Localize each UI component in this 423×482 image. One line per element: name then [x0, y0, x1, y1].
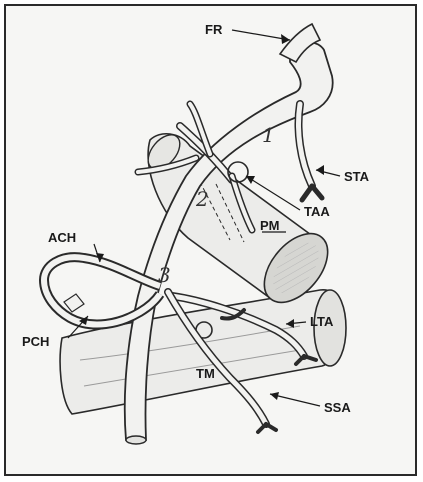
- label-sta: STA: [344, 169, 370, 184]
- label-ach: ACH: [48, 230, 76, 245]
- label-lta: LTA: [310, 314, 334, 329]
- label-taa: TAA: [304, 204, 330, 219]
- segment-two: 2: [195, 187, 209, 211]
- label-fr: FR: [205, 22, 223, 37]
- superior-thoracic-artery: [299, 104, 323, 200]
- label-tm: TM: [196, 366, 215, 381]
- segment-three: 3: [158, 263, 171, 287]
- label-pm: PM: [260, 218, 280, 233]
- label-ssa: SSA: [324, 400, 351, 415]
- segment-one: 1: [262, 123, 275, 147]
- label-pch: PCH: [22, 334, 49, 349]
